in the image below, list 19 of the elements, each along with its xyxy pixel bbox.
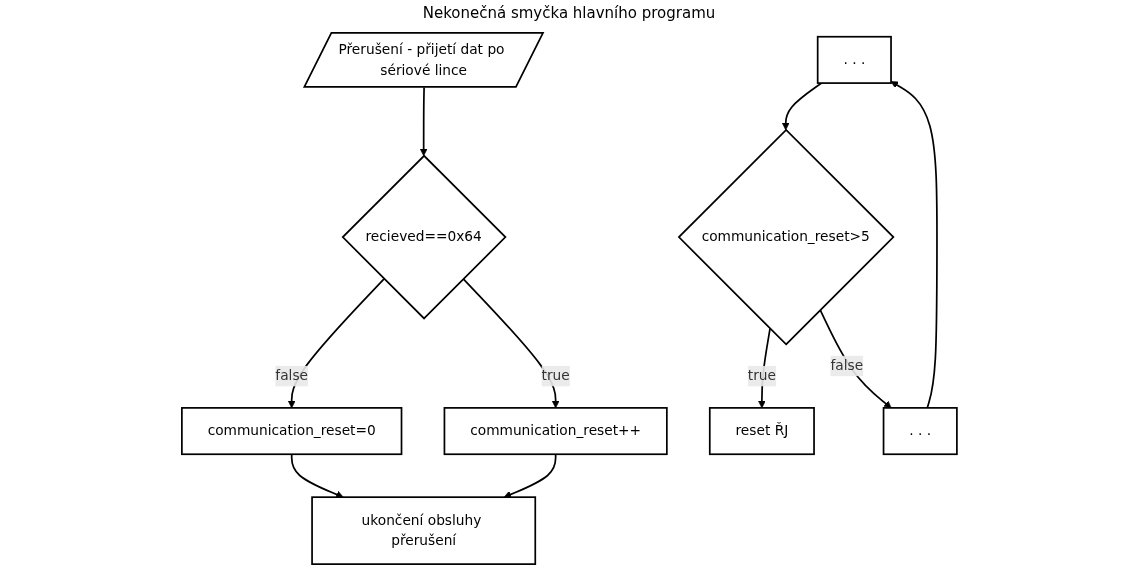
node-box: . . . (882, 407, 958, 456)
edge-label: true (747, 367, 776, 384)
node-box: communication_reset++ (443, 407, 668, 456)
arrow (419, 86, 428, 157)
arrow (290, 453, 344, 499)
arrow (890, 81, 938, 409)
node-diamond: recieved==0x64 (341, 154, 507, 320)
node-diamond: communication_reset>5 (677, 128, 895, 346)
diagram-title: Nekonečná smyčka hlavního programu (421, 4, 717, 22)
edge-label: true (541, 367, 570, 384)
node-box: communication_reset=0 (180, 407, 402, 456)
node-box: ukončení obsluhy přerušení (310, 496, 536, 565)
edge-label: false (830, 357, 863, 374)
arrow (818, 309, 892, 409)
node-box: reset ŘJ (708, 407, 815, 456)
edge-label: false (274, 367, 308, 384)
arrow (781, 82, 822, 131)
node-box: . . . (816, 35, 892, 84)
arrow (503, 453, 557, 499)
